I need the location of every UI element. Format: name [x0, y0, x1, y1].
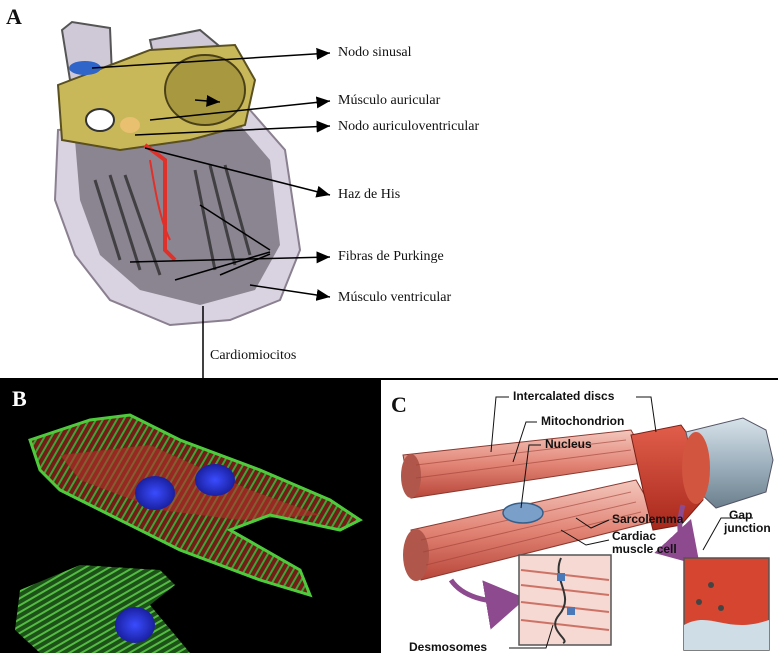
fluorescence-micrograph: [0, 380, 381, 653]
label-ventricular-muscle: Músculo ventricular: [338, 290, 451, 306]
label-mitochondrion: Mitochondrion: [541, 415, 624, 428]
panel-c-letter: C: [391, 392, 407, 418]
cardiomyocyte-cell-2: [15, 565, 190, 653]
label-gap-junction-line2: junction: [724, 522, 771, 535]
panel-b-letter: B: [12, 386, 27, 412]
label-sarcolemma: Sarcolemma: [612, 513, 683, 526]
label-purkinje-fibers: Fibras de Purkinge: [338, 249, 444, 265]
nucleus-ellipse: [503, 503, 543, 523]
label-cardiomyocytes: Cardiomiocitos: [210, 348, 296, 364]
panel-b-micrograph: B: [0, 380, 381, 653]
label-av-node: Nodo auriculoventricular: [338, 119, 479, 135]
nucleus-2: [195, 464, 235, 496]
label-atrial-muscle: Músculo auricular: [338, 93, 440, 109]
nucleus-1: [135, 476, 175, 510]
panel-a: A: [0, 0, 778, 380]
label-desmosomes: Desmosomes: [409, 641, 487, 653]
label-sinus-node: Nodo sinusal: [338, 45, 412, 61]
label-his-bundle: Haz de His: [338, 187, 400, 203]
label-intercalated-discs: Intercalated discs: [513, 390, 614, 403]
panel-c-diagram: C Intercalated discs Mitochondrion Nucle…: [381, 380, 778, 653]
label-nucleus: Nucleus: [545, 438, 592, 451]
arrow-to-desmosome-inset: [451, 580, 516, 601]
label-cardiac-muscle-cell-line2: muscle cell: [612, 543, 677, 556]
nucleus-3: [115, 607, 155, 643]
